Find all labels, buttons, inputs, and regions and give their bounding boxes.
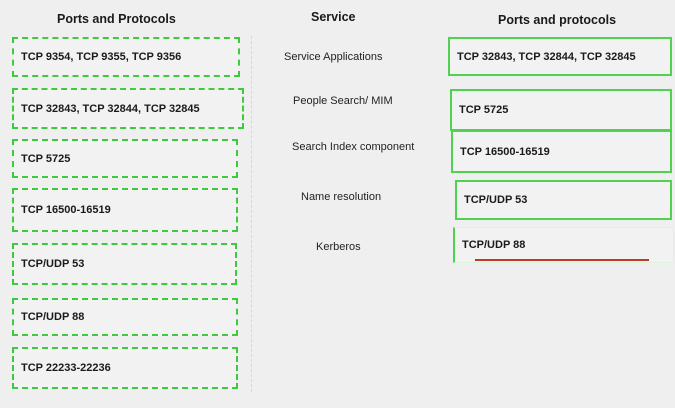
column-divider bbox=[251, 36, 252, 392]
source-item[interactable]: TCP 32843, TCP 32844, TCP 32845 bbox=[12, 88, 244, 129]
service-label: Service Applications bbox=[284, 51, 383, 63]
service-column-heading: Service bbox=[311, 10, 356, 24]
source-item[interactable]: TCP/UDP 53 bbox=[12, 243, 237, 285]
service-label: Kerberos bbox=[316, 241, 361, 253]
source-item[interactable]: TCP 5725 bbox=[12, 139, 238, 178]
answer-slot[interactable]: TCP 5725 bbox=[450, 89, 672, 131]
answer-slot[interactable]: TCP/UDP 53 bbox=[455, 180, 672, 220]
service-label: People Search/ MIM bbox=[293, 95, 393, 107]
answer-slot[interactable]: TCP 32843, TCP 32844, TCP 32845 bbox=[448, 37, 672, 76]
service-label: Search Index component bbox=[292, 141, 415, 153]
answer-slot[interactable]: TCP 16500-16519 bbox=[451, 130, 672, 173]
service-label: Name resolution bbox=[301, 191, 382, 203]
answer-slot[interactable]: TCP/UDP 88 bbox=[453, 227, 674, 263]
source-item[interactable]: TCP/UDP 88 bbox=[12, 298, 238, 336]
source-item[interactable]: TCP 9354, TCP 9355, TCP 9356 bbox=[12, 37, 240, 77]
source-item[interactable]: TCP 22233-22236 bbox=[12, 347, 238, 389]
selection-underline bbox=[475, 259, 649, 261]
source-item[interactable]: TCP 16500-16519 bbox=[12, 188, 238, 232]
right-column-heading: Ports and protocols bbox=[498, 13, 617, 27]
left-column-heading: Ports and Protocols bbox=[57, 12, 176, 26]
